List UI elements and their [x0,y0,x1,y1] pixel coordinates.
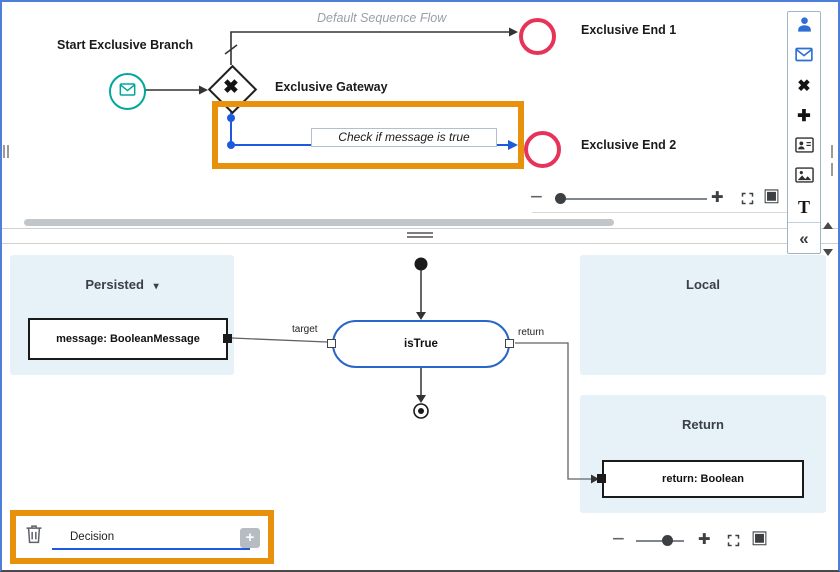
palette-text-button[interactable]: T [788,192,820,222]
exclusive-end-1-event[interactable] [519,18,556,55]
dataflow-end-node[interactable] [413,368,429,419]
zoom-slider-handle-bottom[interactable] [662,535,673,546]
horizontal-scrollbar[interactable] [24,219,614,226]
message-variable-node[interactable]: message: BooleanMessage [28,318,228,360]
flow-start-to-gateway[interactable] [144,85,208,95]
palette-user-button[interactable] [788,12,820,42]
return-input-port[interactable] [597,474,606,483]
chevron-down-icon[interactable]: ▾ [153,281,159,292]
zoom-out-button[interactable]: − [530,184,543,209]
zoom-out-button-bottom[interactable]: − [612,526,625,551]
function-output-port[interactable] [505,339,514,348]
envelope-icon [795,47,813,67]
canvas-edge-line [532,212,788,213]
start-event-label: Start Exclusive Branch [57,38,194,52]
envelope-icon [119,82,136,101]
plus-icon: ✚ [797,108,811,125]
message-output-port[interactable] [223,334,232,343]
add-button[interactable]: + [240,528,260,548]
splitter-drag-handle[interactable] [407,230,433,240]
return-title: Return [682,417,724,432]
reset-zoom-icon[interactable]: ▣ [763,185,781,205]
condition-flow-label[interactable]: Check if message is true [311,128,497,147]
node-name-input[interactable] [52,526,250,550]
picture-icon [794,166,814,188]
persisted-panel-header[interactable]: Persisted ▾ [10,277,234,292]
message-start-event[interactable] [109,73,146,110]
default-flow-label: Default Sequence Flow [317,11,447,25]
trash-icon[interactable] [24,523,44,550]
function-input-port[interactable] [327,339,336,348]
target-port-label: target [292,324,318,335]
zoom-in-button[interactable]: ✚ [711,189,724,206]
collapse-chevrons-icon: « [799,228,809,248]
fit-screen-icon[interactable] [740,191,755,211]
gateway-x-icon: ✖ [223,76,239,98]
text-tool-icon: T [797,197,810,217]
end-1-label: Exclusive End 1 [581,23,677,37]
splitter-top-line [2,228,838,229]
palette-participant-button[interactable] [788,132,820,162]
palette-collapse-button[interactable]: « [788,222,820,253]
local-panel[interactable] [580,255,826,375]
function-node[interactable]: isTrue [332,320,510,368]
zoom-slider-track-bottom[interactable] [636,540,684,542]
default-sequence-flow-connector[interactable] [224,27,518,66]
multiply-icon: ✖ [797,78,811,95]
fit-screen-icon-bottom[interactable] [726,533,741,553]
dataflow-start-node[interactable] [414,257,428,321]
tool-palette: ✖ ✚ T « [787,11,821,254]
target-mapping-edge[interactable] [231,337,328,343]
palette-image-button[interactable] [788,162,820,192]
return-variable-node[interactable]: return: Boolean [602,460,804,498]
left-resize-grip[interactable] [3,145,11,163]
palette-message-button[interactable] [788,42,820,72]
zoom-in-button-bottom[interactable]: ✚ [698,531,711,548]
exclusive-end-2-event[interactable] [524,131,561,168]
splitter-bottom-line [2,243,838,244]
palette-add-button[interactable]: ✚ [788,102,820,132]
scroll-up-arrow[interactable] [823,222,833,229]
zoom-slider-track[interactable] [561,198,707,200]
right-resize-grip[interactable] [831,145,838,181]
end-2-label: Exclusive End 2 [581,138,677,152]
persisted-title: Persisted [85,277,144,292]
participant-card-icon [794,136,814,158]
return-port-label: return [518,327,545,338]
scroll-down-arrow[interactable] [823,249,833,256]
zoom-slider-handle[interactable] [555,193,566,204]
local-title: Local [686,277,720,292]
palette-gateway-button[interactable]: ✖ [788,72,820,102]
gateway-label: Exclusive Gateway [275,80,388,94]
user-icon [795,15,814,39]
reset-zoom-icon-bottom[interactable]: ▣ [751,527,769,547]
